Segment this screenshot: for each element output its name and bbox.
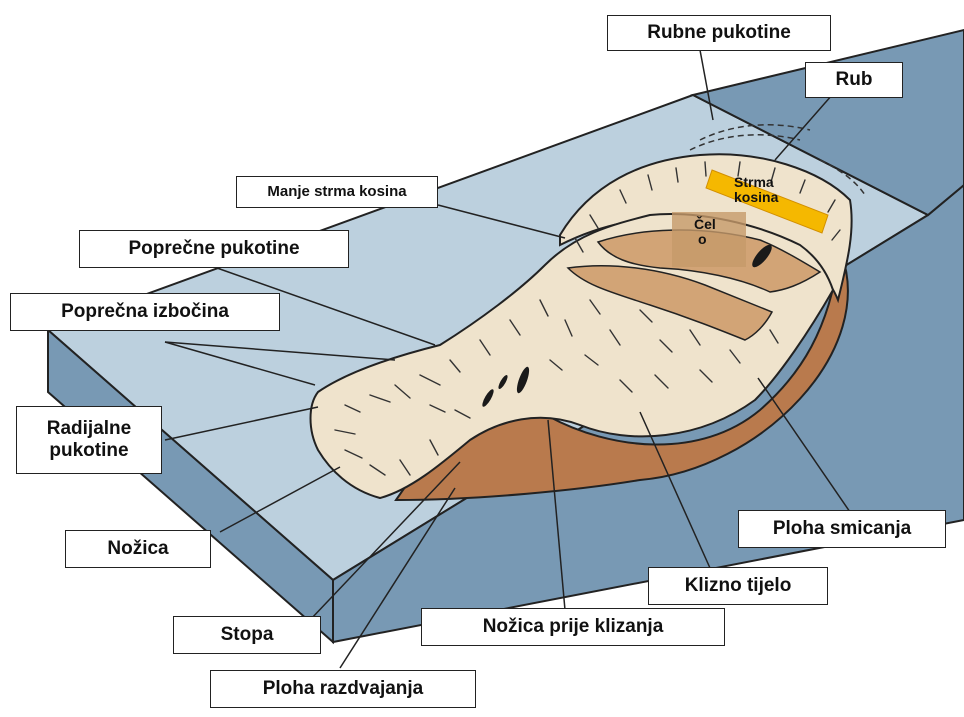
manje-strma-kosina-label: Manje strma kosina <box>236 176 438 208</box>
celo-label: Čel o <box>694 217 716 248</box>
celo-line1: Čel <box>694 217 716 232</box>
nozica-prije-klizanja-label: Nožica prije klizanja <box>421 608 725 646</box>
ploha-smicanja-label: Ploha smicanja <box>738 510 946 548</box>
strma-kosina-line2: kosina <box>734 190 778 205</box>
poprecne-pukotine-label: Poprečne pukotine <box>79 230 349 268</box>
radijalne-pukotine-line1: Radijalne <box>47 418 131 440</box>
rub-label: Rub <box>805 62 903 98</box>
poprecna-izbocina-label: Poprečna izbočina <box>10 293 280 331</box>
celo-line2: o <box>694 232 716 247</box>
nozica-label: Nožica <box>65 530 211 568</box>
klizno-tijelo-label: Klizno tijelo <box>648 567 828 605</box>
radijalne-pukotine-line2: pukotine <box>49 440 128 462</box>
strma-kosina-line1: Strma <box>734 175 778 190</box>
stopa-label: Stopa <box>173 616 321 654</box>
radijalne-pukotine-label: Radijalne pukotine <box>16 406 162 474</box>
ploha-razdvajanja-label: Ploha razdvajanja <box>210 670 476 708</box>
rubne-pukotine-label: Rubne pukotine <box>607 15 831 51</box>
strma-kosina-label: Strma kosina <box>734 175 778 206</box>
